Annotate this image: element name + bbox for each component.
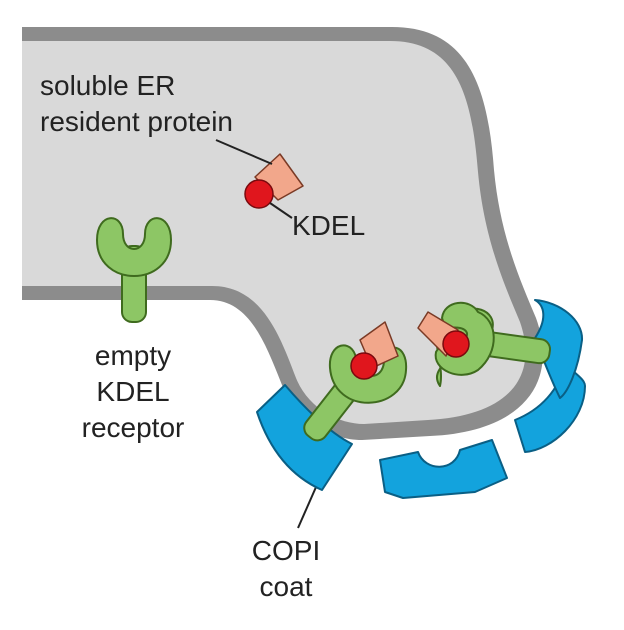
label-copi-line1: COPI — [251, 535, 321, 566]
bound-kdel-signal-2 — [442, 330, 470, 358]
kdel-signal — [244, 179, 274, 209]
label-kdel: KDEL — [292, 210, 366, 241]
bound-soluble-protein-2 — [417, 311, 470, 358]
leader-line-protein — [215, 139, 273, 165]
copi-coat-subunit-4 — [534, 299, 584, 399]
bound-kdel-signal-1 — [350, 352, 378, 380]
label-empty-receptor-line2: KDEL — [96, 376, 170, 407]
copi-coat-subunit-1 — [256, 384, 353, 491]
bound-soluble-protein-1 — [350, 321, 399, 380]
label-soluble-er-resident-protein-line1: soluble ER — [40, 70, 176, 101]
label-empty-receptor-line1: empty — [94, 340, 172, 371]
empty-kdel-receptor — [96, 217, 172, 323]
er-lumen — [22, 41, 526, 424]
soluble-er-resident-protein — [244, 153, 304, 209]
loaded-kdel-receptor-1 — [303, 344, 408, 442]
leader-line-kdel — [269, 202, 293, 219]
label-empty-receptor-line3: receptor — [81, 412, 185, 443]
label-soluble-er-resident-protein-line2: resident protein — [40, 106, 234, 137]
copi-coat-subunit-2 — [379, 439, 508, 499]
label-copi-line2: coat — [259, 571, 313, 602]
